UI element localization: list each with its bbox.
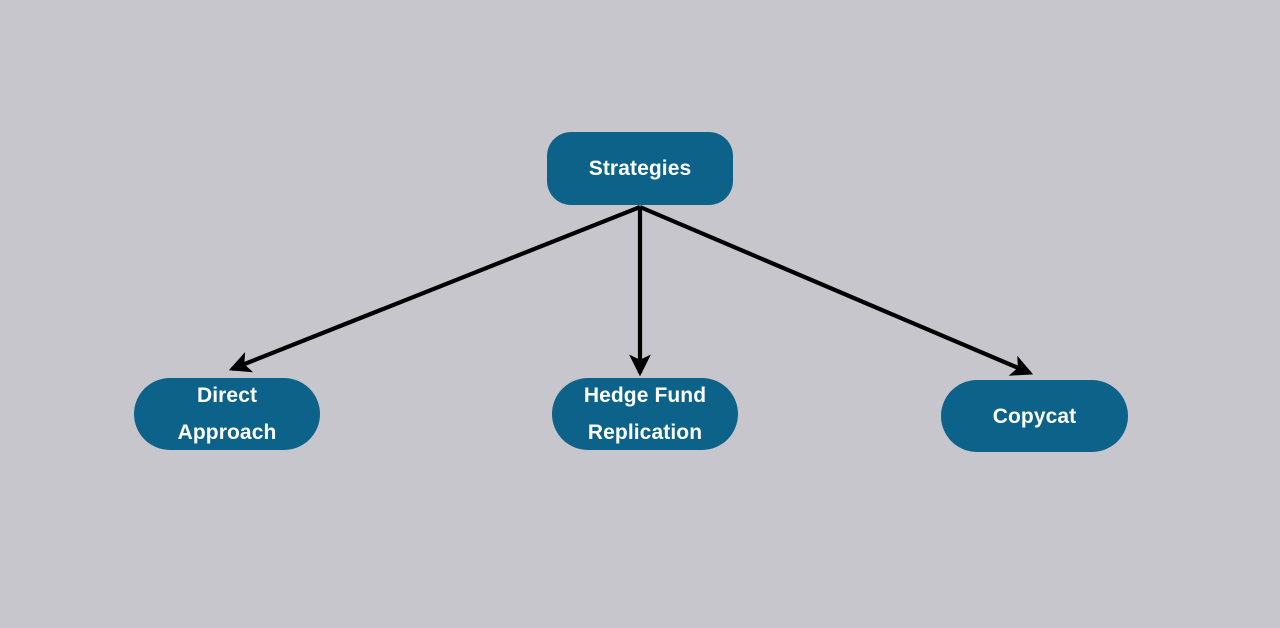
node-copycat-label: Copycat [992,404,1077,428]
node-direct-approach[interactable]: Direct Approach [134,378,320,450]
node-hedge-fund-replication[interactable]: Hedge Fund Replication [552,378,738,450]
node-copycat[interactable]: Copycat [941,380,1128,452]
edge-strategies-to-direct-approach [228,205,641,373]
node-strategies[interactable]: Strategies [547,132,733,205]
edge-strategies-to-copycat [639,205,1034,376]
node-direct-approach-label: Direct Approach [177,384,277,444]
node-hedge-fund-replication-label: Hedge Fund Replication [583,384,707,444]
node-strategies-label: Strategies [588,157,692,180]
